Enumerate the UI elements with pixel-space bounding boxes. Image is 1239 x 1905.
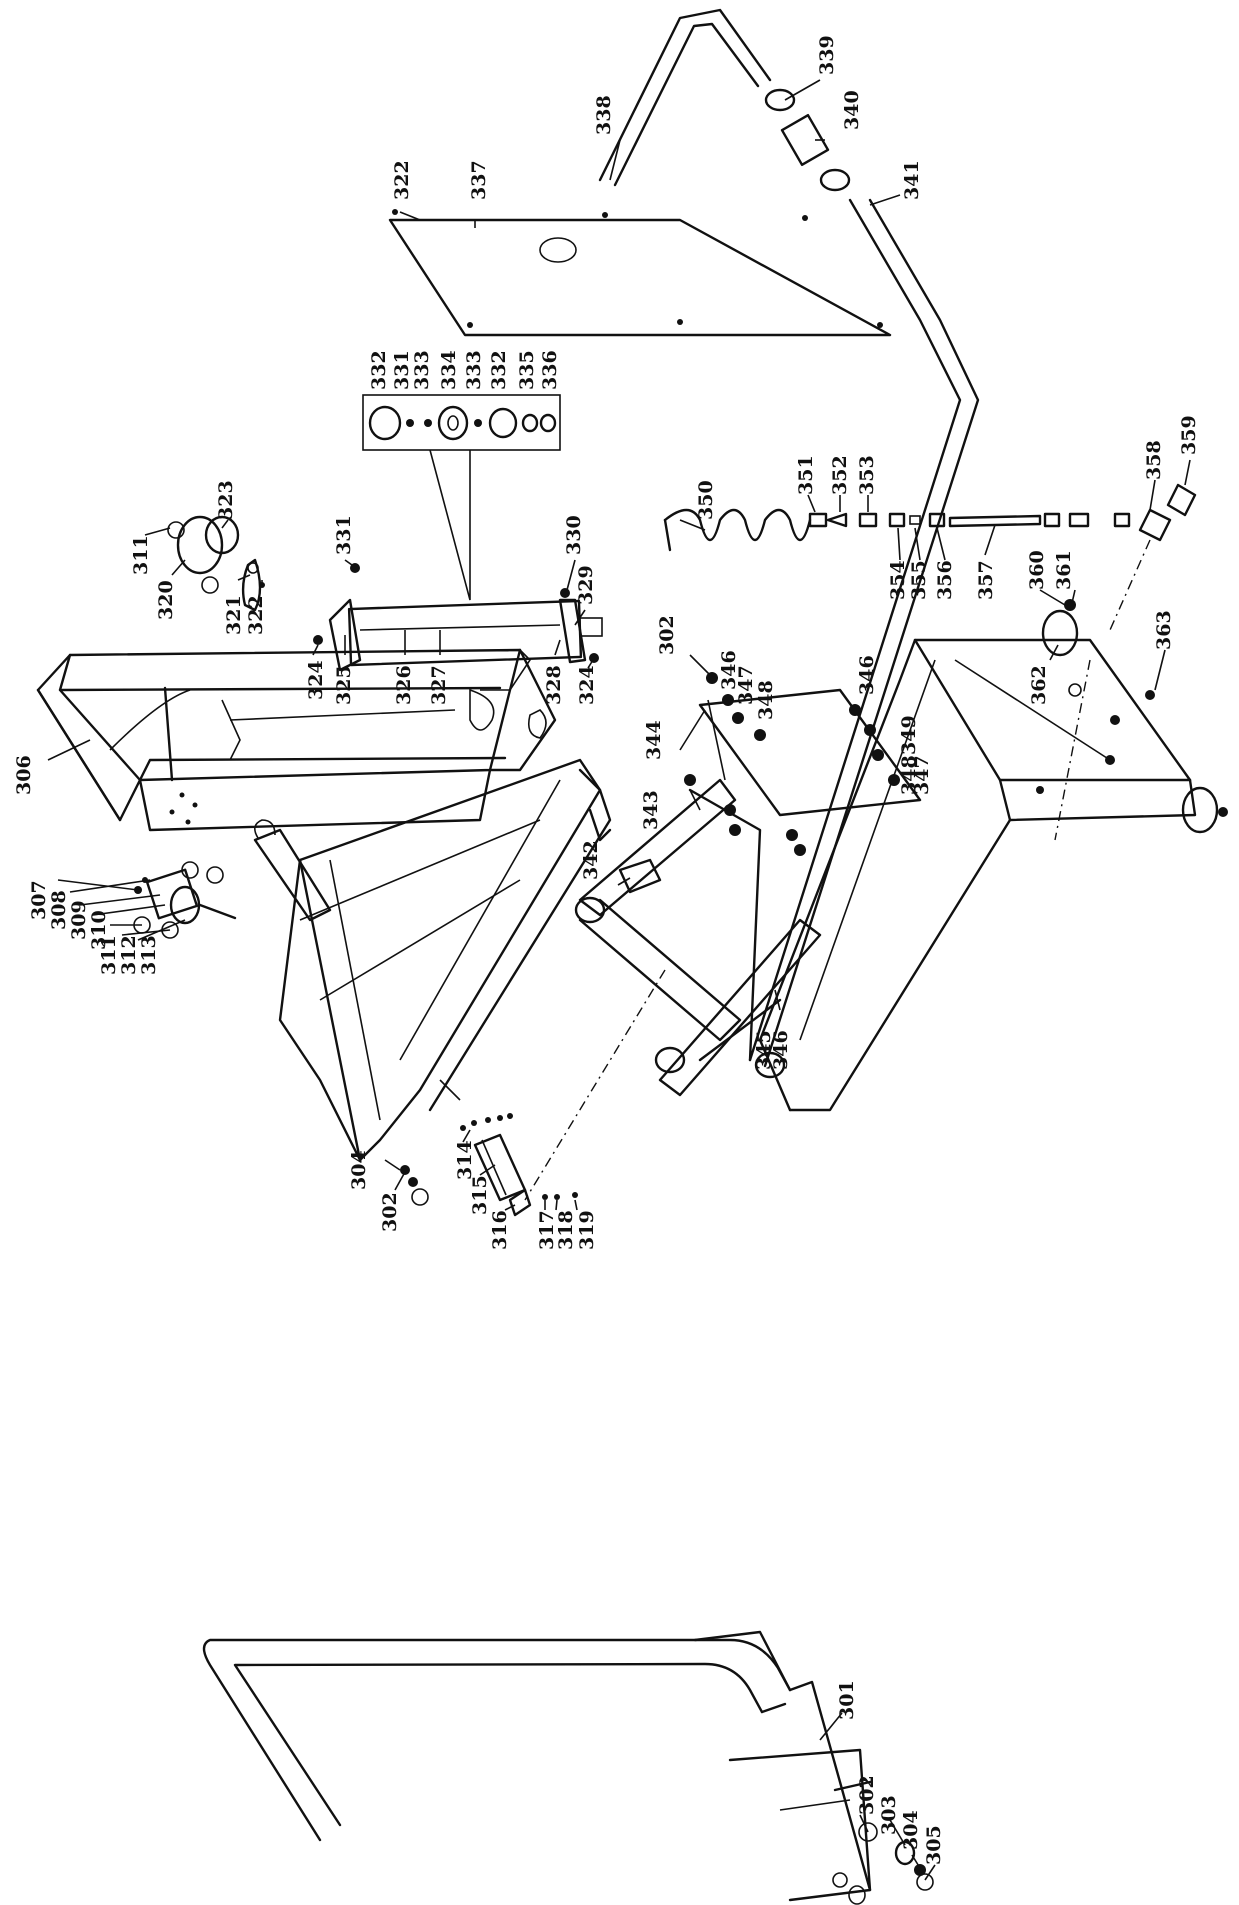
label-307: 307 — [28, 880, 50, 920]
label-332: 332 — [488, 350, 510, 390]
label-317: 317 — [536, 1210, 558, 1250]
label-314: 314 — [454, 1140, 476, 1180]
label-311: 311 — [98, 935, 120, 975]
label-361: 361 — [1053, 550, 1075, 590]
label-345: 345 — [753, 1030, 775, 1070]
part-302-304-bolt-set — [400, 1165, 429, 1206]
label-349: 349 — [898, 715, 920, 755]
label-325: 325 — [333, 665, 355, 705]
label-322: 322 — [245, 595, 267, 635]
label-322: 322 — [391, 160, 413, 200]
seal-kit-inset — [362, 394, 561, 601]
label-354: 354 — [887, 560, 909, 600]
label-308: 308 — [48, 890, 70, 930]
part-316-to-319-fittings — [508, 1188, 578, 1217]
label-356: 356 — [934, 560, 956, 600]
part-342-349-scissor-frame — [574, 672, 922, 1097]
part-306-main-housing — [36, 648, 557, 832]
label-328: 328 — [543, 665, 565, 705]
label-343: 343 — [640, 790, 662, 830]
label-334: 334 — [438, 350, 460, 390]
label-347: 347 — [911, 755, 933, 795]
label-301: 301 — [836, 1680, 858, 1720]
label-352: 352 — [829, 455, 851, 495]
label-320: 320 — [155, 580, 177, 620]
center-lines — [524, 539, 1151, 1201]
label-318: 318 — [555, 1210, 577, 1250]
label-357: 357 — [975, 560, 997, 600]
label-363: 363 — [1153, 610, 1175, 650]
label-302: 302 — [656, 615, 678, 655]
label-315: 315 — [469, 1175, 491, 1215]
label-355: 355 — [908, 560, 930, 600]
label-305: 305 — [923, 1825, 945, 1865]
part-306-tray-body — [278, 758, 612, 1162]
label-303: 303 — [878, 1795, 900, 1835]
label-304: 304 — [900, 1810, 922, 1850]
part-324-331-cylinder — [313, 563, 603, 672]
label-336: 336 — [539, 350, 561, 390]
label-329: 329 — [575, 565, 597, 605]
label-304: 304 — [348, 1150, 370, 1190]
label-347: 347 — [735, 665, 757, 705]
part-350-coiled-hose — [663, 508, 812, 552]
label-331: 331 — [391, 350, 413, 390]
part-307-313-valve-assembly — [133, 861, 237, 939]
label-306: 306 — [13, 755, 35, 795]
label-331: 331 — [333, 515, 355, 555]
plate-bracket — [253, 819, 332, 922]
label-310: 310 — [88, 910, 110, 950]
label-338: 338 — [593, 95, 615, 135]
label-342: 342 — [580, 840, 602, 880]
label-348: 348 — [898, 755, 920, 795]
part-302-303-304-305-fasteners — [832, 1822, 934, 1905]
label-341: 341 — [901, 160, 923, 200]
label-312: 312 — [118, 935, 140, 975]
label-359: 359 — [1178, 415, 1200, 455]
part-341-pipe — [748, 198, 980, 1068]
label-326: 326 — [393, 665, 415, 705]
label-313: 313 — [138, 935, 160, 975]
part-labels: 301 302 303 304 305 302 304 314 315 316 … — [13, 35, 1200, 1865]
label-337: 337 — [468, 160, 490, 200]
label-324: 324 — [576, 665, 598, 705]
label-302: 302 — [856, 1775, 878, 1815]
label-311: 311 — [130, 535, 152, 575]
part-301-handle-frame — [202, 1630, 872, 1902]
label-339: 339 — [816, 35, 838, 75]
label-333: 333 — [411, 350, 433, 390]
part-362-363-base-frame — [758, 599, 1228, 1112]
label-333: 333 — [463, 350, 485, 390]
label-362: 362 — [1028, 665, 1050, 705]
label-348: 348 — [755, 680, 777, 720]
label-327: 327 — [428, 665, 450, 705]
label-316: 316 — [489, 1210, 511, 1250]
label-323: 323 — [215, 480, 237, 520]
label-332: 332 — [368, 350, 390, 390]
label-346: 346 — [718, 650, 740, 690]
part-338-handle-bar — [598, 8, 772, 187]
label-335: 335 — [516, 350, 538, 390]
label-346: 346 — [856, 655, 878, 695]
label-346: 346 — [770, 1030, 792, 1070]
label-324: 324 — [305, 660, 327, 700]
label-340: 340 — [841, 90, 863, 130]
label-302: 302 — [379, 1192, 401, 1232]
label-330: 330 — [563, 515, 585, 555]
leader-lines — [47, 79, 1191, 1881]
label-358: 358 — [1143, 440, 1165, 480]
label-353: 353 — [856, 455, 878, 495]
label-309: 309 — [68, 900, 90, 940]
label-351: 351 — [795, 455, 817, 495]
label-344: 344 — [643, 720, 665, 760]
label-321: 321 — [223, 595, 245, 635]
label-350: 350 — [695, 480, 717, 520]
label-319: 319 — [576, 1210, 598, 1250]
part-337-panel — [388, 209, 892, 337]
part-351-359-hose-fittings — [808, 483, 1197, 542]
label-360: 360 — [1026, 550, 1048, 590]
part-339-340-couplers — [764, 88, 851, 192]
